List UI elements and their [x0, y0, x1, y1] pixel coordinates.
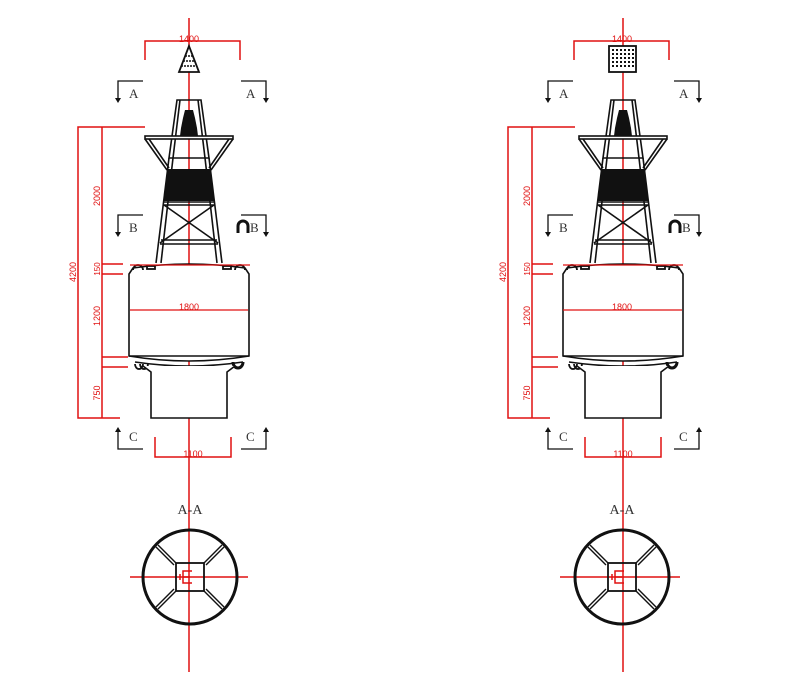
section-c-right: C: [679, 429, 688, 444]
section-c-left: C: [129, 429, 138, 444]
dim-vertical-stack: [507, 126, 575, 419]
dim-vertical-stack: [77, 126, 145, 419]
dim-tail-height-label: 750: [92, 385, 102, 400]
right-buoy-drawing: 1400 1800 4200 2000 150 1200: [498, 18, 702, 672]
left-buoy-drawing: 1400 1800 4200 2000 150 1200 75: [68, 18, 269, 672]
dim-gap-label: 150: [523, 262, 532, 276]
dim-body-diameter-label: 1800: [612, 302, 632, 312]
dim-body-height-label: 1200: [92, 306, 102, 326]
dim-tail-width-label: 1100: [613, 449, 632, 459]
dim-top-width: [573, 40, 670, 60]
section-a-right: A: [679, 86, 689, 101]
section-c-right: C: [246, 429, 255, 444]
section-view-title: A-A: [178, 503, 204, 518]
dim-total-height-label: 4200: [498, 262, 508, 282]
radar-reflector-icon: [668, 219, 682, 233]
dim-total-height-label: 4200: [68, 262, 78, 282]
topmark-cone-icon: [177, 43, 201, 73]
dim-tower-height-label: 2000: [92, 186, 102, 206]
dim-top-width-label: 1400: [612, 34, 632, 44]
dim-top-width: [144, 40, 241, 60]
section-b-left: B: [129, 220, 138, 235]
dim-tail-width-label: 1100: [183, 449, 202, 459]
topmark-grid-icon: [608, 45, 637, 73]
section-b-left: B: [559, 220, 568, 235]
radar-reflector-icon: [236, 219, 250, 233]
dim-top-width-label: 1400: [179, 34, 199, 44]
dim-body-diameter-label: 1800: [179, 302, 199, 312]
dim-tail-width: [154, 437, 232, 458]
dim-tower-height-label: 2000: [522, 186, 532, 206]
section-view-title: A-A: [610, 503, 636, 518]
section-b-right: B: [250, 220, 259, 235]
dim-tail-height-label: 750: [522, 385, 532, 400]
dim-tail-width: [584, 437, 662, 458]
section-a-right: A: [246, 86, 256, 101]
section-b-right: B: [682, 220, 691, 235]
section-a-left: A: [129, 86, 139, 101]
section-c-left: C: [559, 429, 568, 444]
dim-gap-label: 150: [93, 262, 102, 276]
dim-body-height-label: 1200: [522, 306, 532, 326]
section-a-left: A: [559, 86, 569, 101]
